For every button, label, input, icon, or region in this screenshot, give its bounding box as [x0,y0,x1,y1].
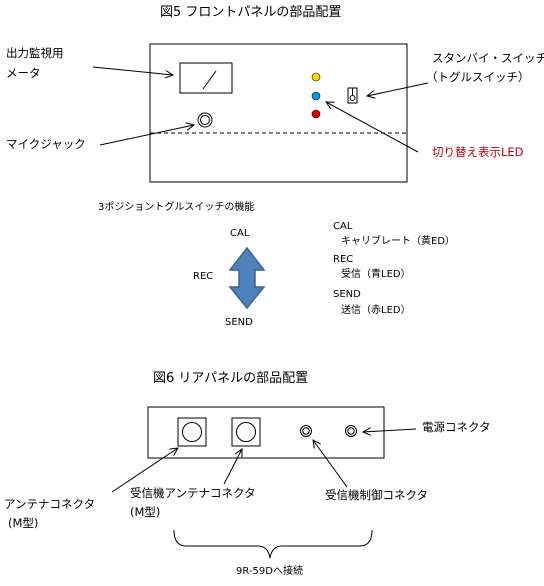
rx-control-label: 受信機制御コネクタ [325,488,429,502]
up-down-arrow-icon [228,246,266,310]
mic-arrow [99,125,194,146]
power-connector-label: 電源コネクタ [422,420,491,434]
mic-jack-inner [200,115,210,125]
legend-cal-head: CAL [333,221,353,232]
mic-jack-label: マイクジャック [6,137,86,151]
rx-antenna-label-line1: 受信機アンテナコネクタ [130,486,256,500]
toggle-position-cal: CAL [230,228,250,239]
meter-box [179,62,233,94]
power-arrow [363,429,417,432]
legend-send-head: SEND [333,289,361,300]
led-arrow [326,102,419,153]
meter-arrow [92,66,173,75]
antenna-connector-icon [182,422,202,442]
led-blue [311,91,321,101]
legend-cal-desc: キャリブレート（黄ED） [341,236,456,247]
meter-label-line1: 出力監視用 [6,46,64,60]
toggle-position-rec: REC [193,271,214,282]
standby-label-line2: （トグルスイッチ） [426,70,530,84]
legend-rec-desc: 受信（青LED） [341,269,411,280]
front-figure-title: 図5 フロントパネルの部品配置 [160,5,342,20]
led-yellow [311,72,321,82]
standby-arrow [367,82,429,96]
antenna-label-line1: アンテナコネクタ [4,497,96,511]
led-label: 切り替え表示LED [432,145,524,159]
legend-rec-head: REC [333,254,354,265]
rx-antenna-arrow [223,449,242,485]
toggle-function-title: 3ポジショントグルスイッチの機能 [98,202,255,213]
antenna-label-line2: (M型) [8,516,39,530]
rx-antenna-label-line2: (M型) [130,505,161,519]
rx-antenna-connector-icon [236,422,256,442]
toggle-switch-icon [347,87,358,104]
legend-send-desc: 送信（赤LED） [341,305,411,316]
connect-brace [173,529,373,559]
rx-control-arrow [313,440,348,488]
toggle-position-send: SEND [225,317,253,328]
power-connector-inner [347,427,355,435]
meter-needle [202,70,217,90]
meter-label-line2: メータ [6,66,41,80]
rear-figure-title: 図6 リアパネルの部品配置 [153,371,309,386]
rx-control-connector-inner [302,427,310,435]
standby-label-line1: スタンバイ・スイッチ [432,51,544,65]
led-red [311,109,321,119]
antenna-arrow [111,448,178,493]
connect-label: 9R-59Dへ接続 [236,566,303,577]
